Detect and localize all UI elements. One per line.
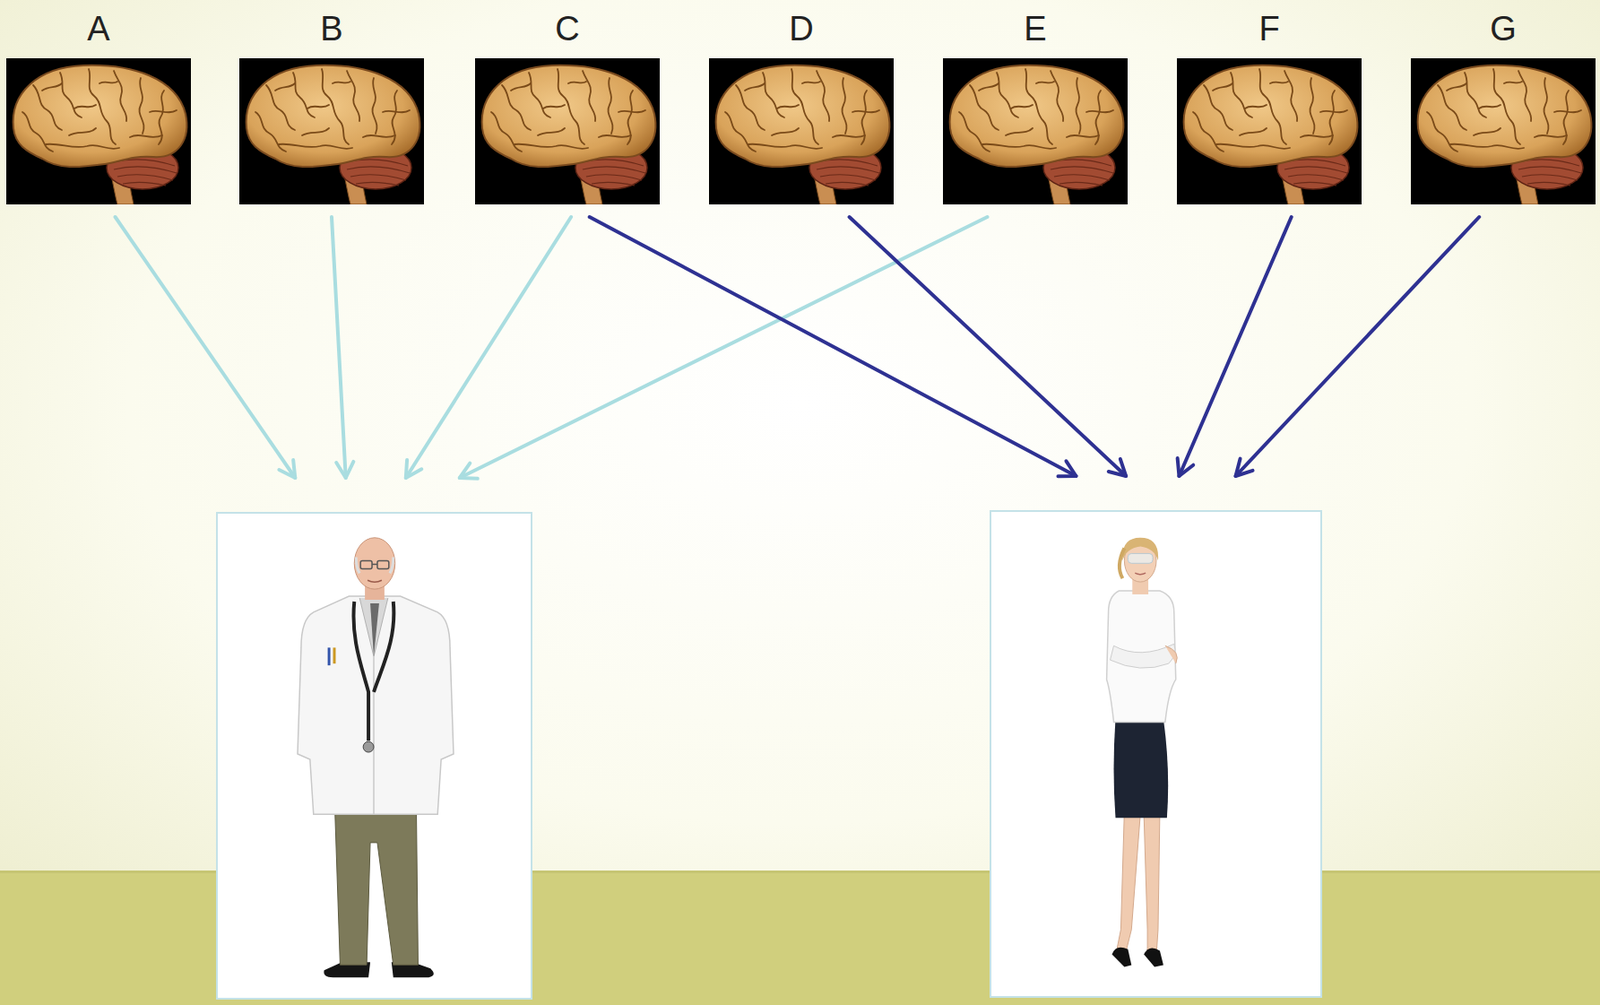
person-box [989,510,1323,998]
brain-illustration [709,58,894,205]
brain-illustration [239,58,424,205]
brain-illustration [6,58,191,205]
brain-letter: G [1410,3,1596,54]
person-illustration [217,513,531,998]
arrow-connector [115,216,296,478]
brain-node: C [475,3,660,205]
person-box [216,511,533,1000]
brain-illustration [942,58,1128,205]
arrow-connector [849,216,1127,476]
brain-letter: C [475,3,660,54]
brain-node: D [709,3,894,205]
brain-letter: A [6,3,191,54]
brain-letter: F [1176,3,1362,54]
brain-node: A [6,3,191,205]
brain-node: E [942,3,1128,205]
brain-illustration [1176,58,1362,205]
arrow-connector [406,216,571,478]
arrow-connector [589,216,1077,476]
person-illustration [991,511,1321,996]
arrow-connector [1236,216,1480,476]
brain-node: G [1410,3,1596,205]
brain-node: F [1176,3,1362,205]
brain-illustration [475,58,660,205]
brain-letter: E [942,3,1128,54]
brain-letter: D [709,3,894,54]
brain-node: B [239,3,424,205]
brain-illustration [1410,58,1596,205]
arrow-connector [459,216,988,479]
arrow-connector [331,216,354,478]
brain-letter: B [239,3,424,54]
